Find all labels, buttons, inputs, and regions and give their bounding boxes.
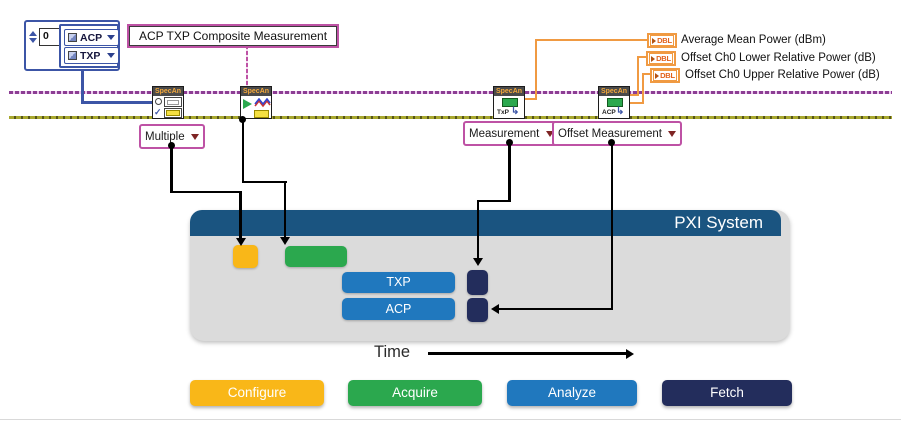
array-wire-vertical [81,65,84,104]
dbl-arrow-icon [651,55,656,62]
orange-wire [523,98,537,100]
arrow-to-configure [235,238,246,246]
fetch-arrow-icon: ↳ [616,106,625,117]
ring-txp-label: TXP [80,49,101,62]
chevron-down-icon[interactable] [668,130,676,137]
configure-block [233,245,258,268]
diagram-title-label: ACP TXP Composite Measurement [127,24,339,48]
wire-junction [506,139,513,146]
analyze-block-acp: ACP [342,298,455,320]
dropdown-label: Offset Measurement [558,127,662,140]
dbl-type-label: DBL [657,35,672,45]
dbl-chip-icon [502,98,518,107]
orange-wire [628,94,639,96]
time-arrowhead-icon [626,348,634,359]
vi-initiate[interactable]: SpecAn [240,86,272,119]
wire-junction [239,116,246,123]
array-element-cluster: ACP TXP [59,24,119,68]
spectrum-chip-icon [254,110,269,118]
vi-header: SpecAn [241,87,271,96]
index-spinner-icon[interactable] [29,31,37,43]
ring-acp-label: ACP [80,31,103,44]
ring-txp[interactable]: TXP [64,47,119,64]
pxi-system-title: PXI System [674,213,763,232]
legend-fetch: Fetch [662,380,792,406]
page-edge [0,419,901,420]
orange-wire [642,73,650,75]
dbl-terminal-average-power[interactable]: DBL [647,33,677,48]
fetch-block-txp [467,270,488,295]
run-icon [243,99,252,109]
vi-fetch-acp[interactable]: SpecAn ACP ↳ [598,86,630,119]
property-box-icon [164,108,182,118]
arrow-to-acquire [280,237,290,245]
orange-wire [535,39,647,41]
dropdown-measurement[interactable]: Measurement [463,121,560,146]
analyze-block-txp: TXP [342,272,455,293]
chevron-down-icon[interactable] [107,35,115,40]
instrument-session-wire [9,91,892,94]
dropdown-label: Measurement [469,127,540,140]
acquire-block [285,246,347,267]
orange-wire [535,39,537,100]
vi-fetch-txp[interactable]: SpecAn TxP ↳ [493,86,525,119]
output-label-average-power: Average Mean Power (dBm) [681,34,826,46]
dbl-terminal-upper-relative-power[interactable]: DBL [650,68,680,83]
time-axis-label: Time [374,343,411,361]
chevron-down-icon[interactable] [191,133,199,140]
chevron-down-icon[interactable] [107,53,115,58]
waveform-icon [254,98,271,108]
dbl-arrow-icon [652,37,657,44]
ring-icon [68,51,77,60]
vi-header: SpecAn [494,87,524,96]
chevron-down-icon[interactable] [546,130,554,137]
wire-junction [608,139,615,146]
wire-junction [168,142,175,149]
time-axis-line [428,352,626,355]
arrow-to-fetch-txp [473,258,483,266]
measurement-array-control[interactable]: 0 ACP TXP [24,20,120,71]
dbl-terminal-lower-relative-power[interactable]: DBL [646,51,676,66]
dbl-arrow-icon [655,72,660,79]
error-cluster-wire [9,116,892,119]
arrow-to-fetch-acp [491,304,499,314]
legend-analyze: Analyze [507,380,637,406]
dbl-chip-icon [607,98,623,107]
ring-acp[interactable]: ACP [64,29,119,46]
legend-configure: Configure [190,380,324,406]
orange-wire [642,73,644,104]
dbl-type-label: DBL [660,70,675,80]
fetch-block-acp [467,298,488,322]
array-wire-horizontal [81,101,153,104]
vi-header: SpecAn [153,87,183,96]
ring-icon [68,33,77,42]
property-box-icon [164,97,182,107]
output-label-lower-relative-power: Offset Ch0 Lower Relative Power (dB) [681,52,876,64]
legend-acquire: Acquire [348,380,482,406]
vi-configure[interactable]: SpecAn ✓ [152,86,184,119]
orange-wire [637,56,647,58]
dropdown-offset-measurement[interactable]: Offset Measurement [552,121,682,146]
vi-sub-label: TxP [497,109,509,116]
vi-sub-label: ACP [602,109,616,116]
orange-wire [637,56,639,96]
pxi-system-header: PXI System [190,210,781,236]
dbl-type-label: DBL [656,53,671,63]
label-wire [246,45,248,87]
dropdown-label: Multiple [145,130,185,143]
output-label-upper-relative-power: Offset Ch0 Upper Relative Power (dB) [685,69,880,81]
orange-wire [628,102,644,104]
vi-header: SpecAn [599,87,629,96]
fetch-arrow-icon: ↳ [511,106,520,117]
checkmark-icon: ✓ [154,107,162,117]
radio-icon [155,98,162,105]
